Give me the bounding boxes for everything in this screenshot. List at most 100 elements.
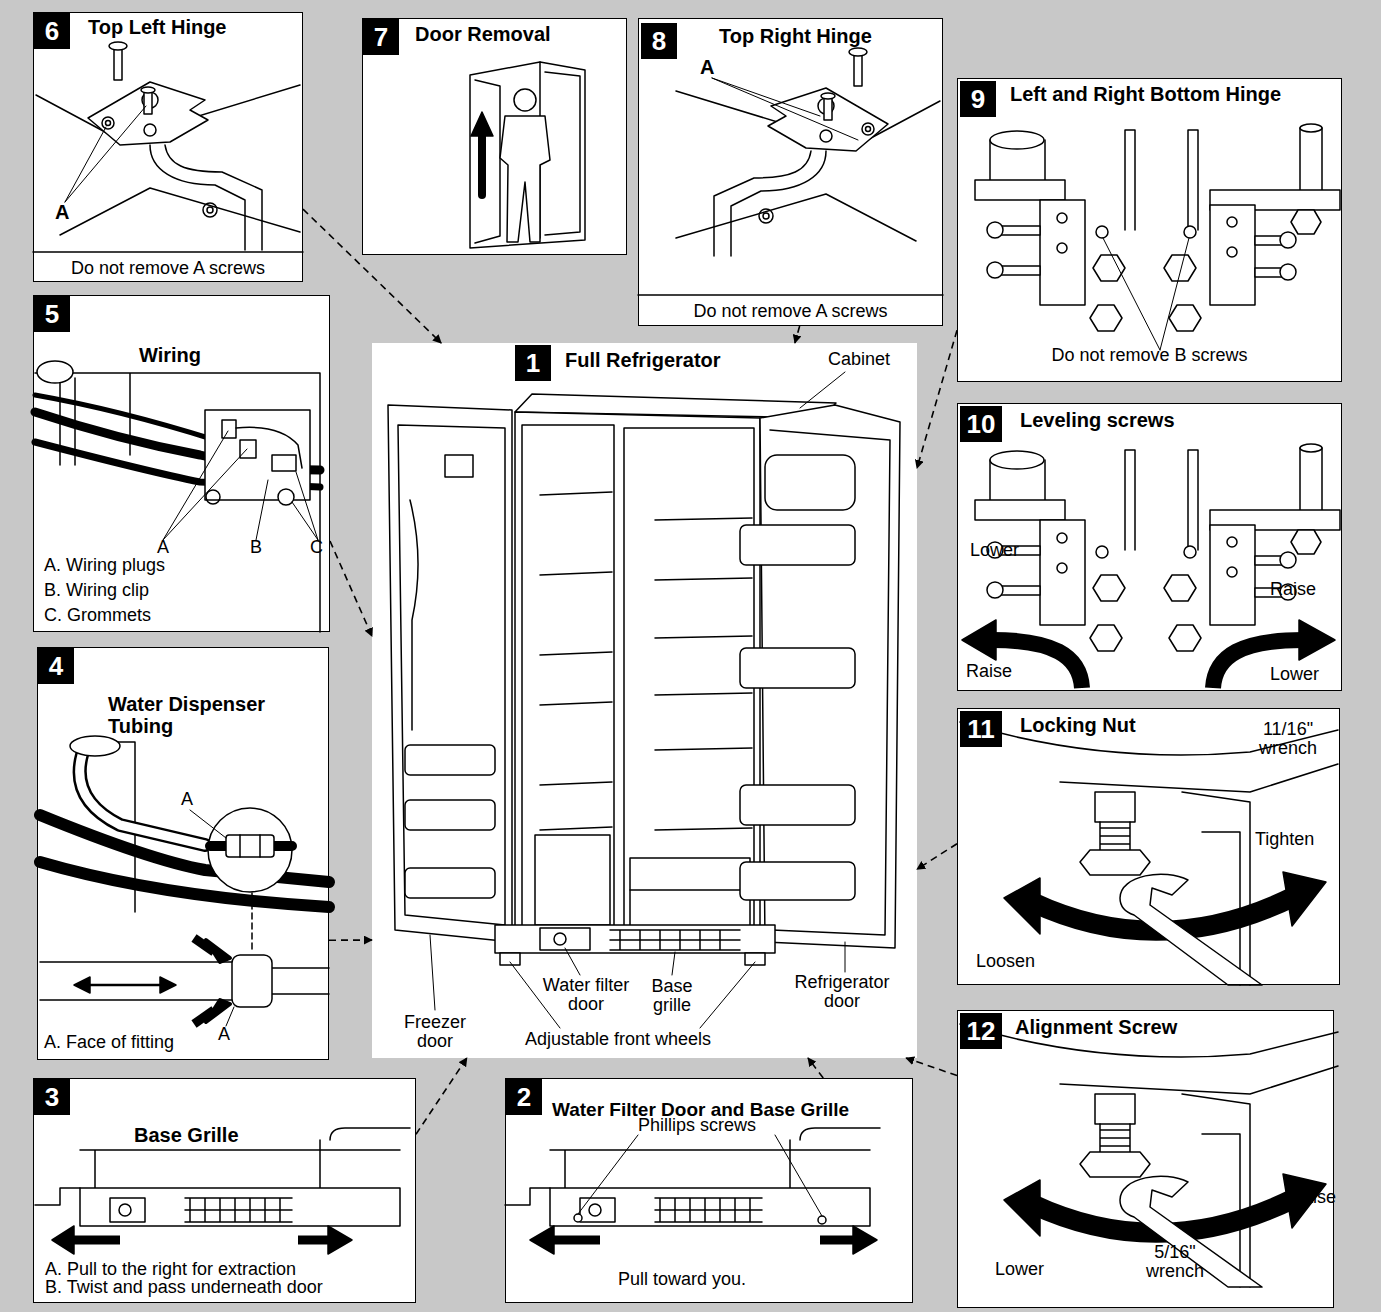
part-label: B. Twist and pass underneath door (45, 1278, 323, 1297)
hinge-drawing-part (109, 42, 127, 50)
hinge-drawing-part (1169, 305, 1201, 331)
hinge-drawing-part (1057, 213, 1067, 223)
panel-background-part (33, 1078, 416, 1303)
instruction-panel: 6Top Left HingeDo not remove A screws (33, 12, 303, 282)
pull-arrow-part (578, 1135, 822, 1216)
warning-note: Do not remove A screws (639, 297, 942, 325)
hinge-drawing (36, 42, 300, 250)
dashed-pointer (330, 541, 372, 636)
hinge-drawing-part (88, 82, 208, 145)
panel-background-part (957, 403, 1342, 691)
wrench-drawing-part (1004, 878, 1040, 934)
pull-arrow-part (530, 1226, 554, 1254)
door-removal-drawing-part (478, 132, 486, 195)
callout-letter: A (700, 58, 714, 77)
dashed-pointer (329, 939, 372, 941)
instruction-panel: 7Door Removal (362, 18, 627, 255)
leader-line (1103, 238, 1189, 350)
pull-arrow-part (328, 1226, 352, 1254)
door-removal-drawing-part (470, 62, 585, 248)
pull-arrow-part (298, 1236, 330, 1245)
step-title: Wiring (139, 344, 201, 366)
wiring-drawing-part (206, 490, 220, 504)
dashed-pointer (917, 330, 957, 468)
tubing-drawing-part (190, 810, 226, 838)
step-title: Locking Nut (1020, 714, 1136, 736)
hinge-drawing-part (1040, 200, 1085, 305)
door-removal-drawing (470, 62, 585, 248)
grille-drawing-part (185, 1198, 292, 1222)
grille-drawing-part (320, 1128, 410, 1188)
hinge-drawing-part (106, 121, 111, 126)
refrigerator-drawing-part (515, 412, 760, 945)
step-number: 8 (641, 23, 677, 59)
step-title: Base Grille (134, 1124, 239, 1146)
grille-drawing-part (35, 1188, 80, 1205)
hinge-drawing-part (165, 145, 262, 250)
hinge-drawing-part (1280, 264, 1296, 280)
hinge-drawing-part (1057, 243, 1067, 253)
grille-drawing-part (119, 1204, 131, 1216)
step-title: Top Right Hinge (719, 25, 872, 47)
step-number: 2 (506, 1079, 542, 1115)
hinge-drawing-part (207, 207, 213, 213)
tubing-drawing-part (232, 955, 272, 1007)
tubing-drawing-part (88, 984, 162, 987)
part-label: Pull toward you. (618, 1270, 746, 1289)
wiring-drawing-part (205, 410, 310, 500)
leader-line (712, 78, 858, 140)
hinge-drawing-part (1090, 305, 1122, 331)
tubing-drawing-part (240, 835, 260, 857)
tubing-drawing-part (40, 962, 329, 1000)
hinge-drawing-part (1125, 130, 1198, 230)
step-title: Alignment Screw (1015, 1016, 1177, 1038)
tubing-drawing-part (226, 1007, 234, 1026)
instruction-panel: 1Full Refrigerator (372, 343, 917, 1058)
hinge-drawing-part (975, 180, 1065, 200)
part-label: Base grille (640, 977, 704, 1015)
panel-background (33, 12, 1342, 1308)
refrigerator-drawing-part (765, 455, 855, 510)
door-removal-drawing-part (500, 116, 550, 242)
pull-arrow-part (72, 1236, 120, 1245)
dashed-pointer (303, 209, 441, 343)
refrigerator-drawing-part (540, 928, 590, 950)
refrigerator-drawing-part (624, 428, 754, 933)
hinge-drawing-part (1227, 217, 1237, 227)
tubing-drawing-part (208, 808, 292, 892)
wiring-drawing-part (222, 420, 236, 438)
panel-background-part (33, 12, 303, 282)
hinge-drawing-part (203, 203, 217, 217)
wiring-drawing-part (37, 361, 73, 383)
grille-drawing (505, 1128, 880, 1226)
instruction-panel: 9Left and Right Bottom HingeDo not remov… (957, 78, 1342, 382)
panel-background-part (505, 1078, 913, 1303)
hinge-drawing-part (60, 188, 300, 235)
part-label: Raise (1270, 580, 1316, 599)
note-divider (33, 251, 303, 253)
part-label: B. Wiring clip (44, 581, 149, 600)
pull-arrow-part (853, 1226, 877, 1254)
hinge-drawing-part (987, 262, 1003, 278)
refrigerator-drawing-part (445, 455, 473, 477)
refrigerator-drawing-part (500, 953, 520, 965)
hinge-drawing-part (1280, 232, 1296, 248)
note-divider (638, 294, 943, 296)
part-label: Lower (970, 541, 1019, 560)
step-number: 11 (960, 711, 1002, 747)
wiring-drawing-part (163, 431, 318, 540)
panel-background-part (957, 708, 1340, 985)
hinge-drawing-part (987, 222, 1003, 238)
callout-letter: A (218, 1025, 230, 1044)
part-label: Water filter door (540, 976, 632, 1014)
refrigerator-drawing-part (410, 500, 418, 730)
tubing-drawing-part (251, 893, 253, 952)
step-number: 6 (34, 13, 70, 49)
grille-drawing-part (80, 1150, 400, 1188)
part-label: A. Pull to the right for extraction (45, 1260, 296, 1279)
hinge-drawing-part (1300, 124, 1322, 132)
dashed-pointer (906, 1058, 957, 1076)
refrigerator-drawing-part (740, 525, 855, 565)
refrigerator-drawing-part (405, 868, 495, 898)
